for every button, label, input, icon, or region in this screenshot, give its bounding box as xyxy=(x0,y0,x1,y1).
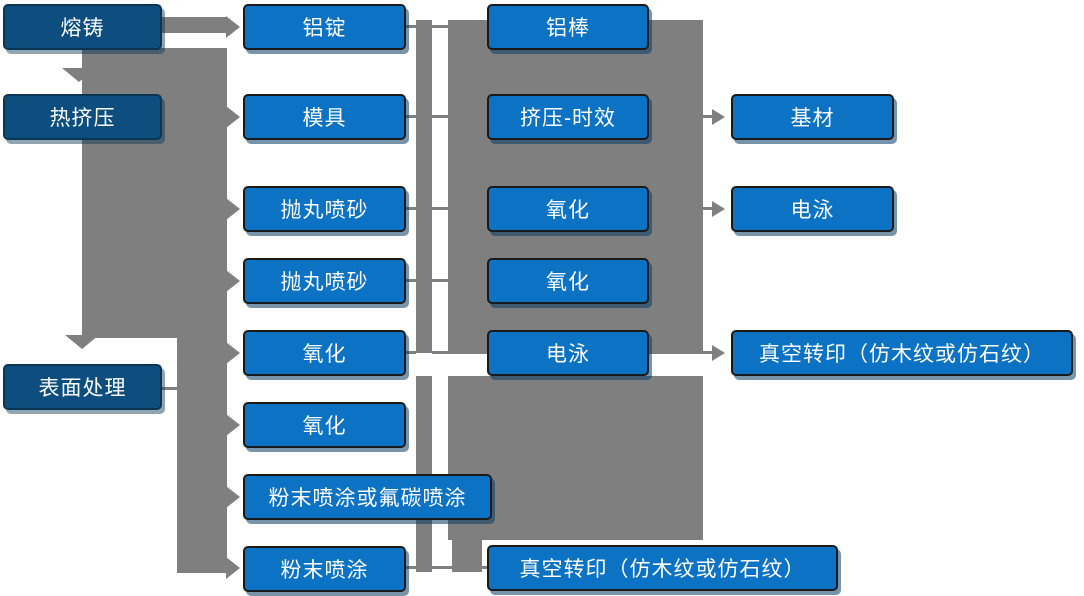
node-zhenkong-zhuanyin-top: 真空转印（仿木纹或仿石纹） xyxy=(731,330,1073,376)
node-label: 电泳 xyxy=(546,343,590,366)
bus-left-main xyxy=(82,48,227,338)
node-label: 氧化 xyxy=(302,415,347,438)
node-biaomianchuli: 表面处理 xyxy=(3,364,162,410)
bus-left-lower xyxy=(177,338,227,573)
arrow-to-zhenkong-top-icon xyxy=(712,345,725,361)
node-moju: 模具 xyxy=(243,94,406,140)
stem-dianyong2 xyxy=(703,207,713,210)
connector-bar-yanghua4 xyxy=(432,279,448,282)
connector-moju-bar xyxy=(404,115,416,118)
arrow-to-moju-icon xyxy=(226,106,240,128)
node-lvbang: 铝棒 xyxy=(487,4,649,50)
connector-paowan2-bar xyxy=(404,279,416,282)
node-label: 真空转印（仿木纹或仿石纹） xyxy=(759,343,1045,366)
connector-fenmo-bar xyxy=(404,566,416,569)
arrow-to-fenmo-futan-icon xyxy=(226,486,240,508)
node-label: 氧化 xyxy=(302,343,347,366)
node-yanghua-3: 氧化 xyxy=(487,186,649,232)
node-label: 电泳 xyxy=(790,199,835,222)
node-jicai: 基材 xyxy=(731,94,894,140)
node-label: 基材 xyxy=(790,107,835,130)
node-label: 模具 xyxy=(302,107,347,130)
node-label: 表面处理 xyxy=(38,377,127,400)
node-label: 粉末喷涂 xyxy=(280,559,369,582)
connector-bar-yanghua3 xyxy=(432,207,448,210)
arrow-down-biaomianchuli-icon xyxy=(65,335,99,349)
connector-foot-zhenkong xyxy=(482,566,488,569)
node-dianyong-1: 电泳 xyxy=(487,330,649,376)
connector-bar-jiya xyxy=(432,115,448,118)
node-paowan-pensha-1: 抛丸喷砂 xyxy=(243,186,406,232)
arrow-to-lvding-icon xyxy=(226,16,240,38)
connector-biaomianchuli xyxy=(162,387,178,390)
node-label: 氧化 xyxy=(546,199,590,222)
bus-mid-bar-upper xyxy=(416,20,432,353)
node-lvding: 铝锭 xyxy=(243,4,406,50)
arrow-down-rejiya-icon xyxy=(62,68,96,82)
node-label: 氧化 xyxy=(546,271,590,294)
node-fenmo-pentu: 粉末喷涂 xyxy=(243,546,406,592)
node-label: 铝棒 xyxy=(546,17,590,40)
arrow-to-fenmo-icon xyxy=(226,557,240,579)
node-label: 抛丸喷砂 xyxy=(280,199,369,222)
node-label: 真空转印（仿木纹或仿石纹） xyxy=(519,558,806,581)
node-label: 粉末喷涂或氟碳喷涂 xyxy=(268,487,467,510)
node-rongzhu: 熔铸 xyxy=(3,4,162,50)
node-label: 铝锭 xyxy=(302,17,347,40)
node-label: 热挤压 xyxy=(49,107,116,130)
node-yanghua-2: 氧化 xyxy=(243,402,406,448)
node-fenmo-or-futan: 粉末喷涂或氟碳喷涂 xyxy=(243,474,492,520)
node-rejiya: 热挤压 xyxy=(3,94,162,140)
node-yanghua-4: 氧化 xyxy=(487,258,649,304)
stem-zhenkong-top xyxy=(703,351,713,354)
arrow-to-yanghua-1-icon xyxy=(226,342,240,364)
connector-yanghua1-bar xyxy=(404,351,416,354)
node-dianyong-2: 电泳 xyxy=(731,186,894,232)
connector-lvding-bar xyxy=(404,25,416,28)
connector-paowan1-bar xyxy=(404,207,416,210)
arrow-to-paowan-1-icon xyxy=(226,198,240,220)
node-zhenkong-zhuanyin-bottom: 真空转印（仿木纹或仿石纹） xyxy=(487,545,838,591)
node-label: 熔铸 xyxy=(60,17,105,40)
connector-bar-lvbang xyxy=(432,25,448,28)
node-label: 挤压-时效 xyxy=(520,107,616,130)
arrow-to-dianyong2-icon xyxy=(712,201,725,217)
arrow-to-paowan-2-icon xyxy=(226,270,240,292)
node-jiya-shixiao: 挤压-时效 xyxy=(487,94,649,140)
stem-jicai xyxy=(703,115,713,118)
node-paowan-pensha-2: 抛丸喷砂 xyxy=(243,258,406,304)
connector-bar-foot xyxy=(432,566,452,569)
arrow-to-jicai-icon xyxy=(712,109,725,125)
bus-block-foot xyxy=(452,540,482,572)
node-label: 抛丸喷砂 xyxy=(280,271,369,294)
arrow-to-yanghua-2-icon xyxy=(226,414,240,436)
node-yanghua-1: 氧化 xyxy=(243,330,406,376)
connector-bar-dianyong1 xyxy=(432,351,448,354)
